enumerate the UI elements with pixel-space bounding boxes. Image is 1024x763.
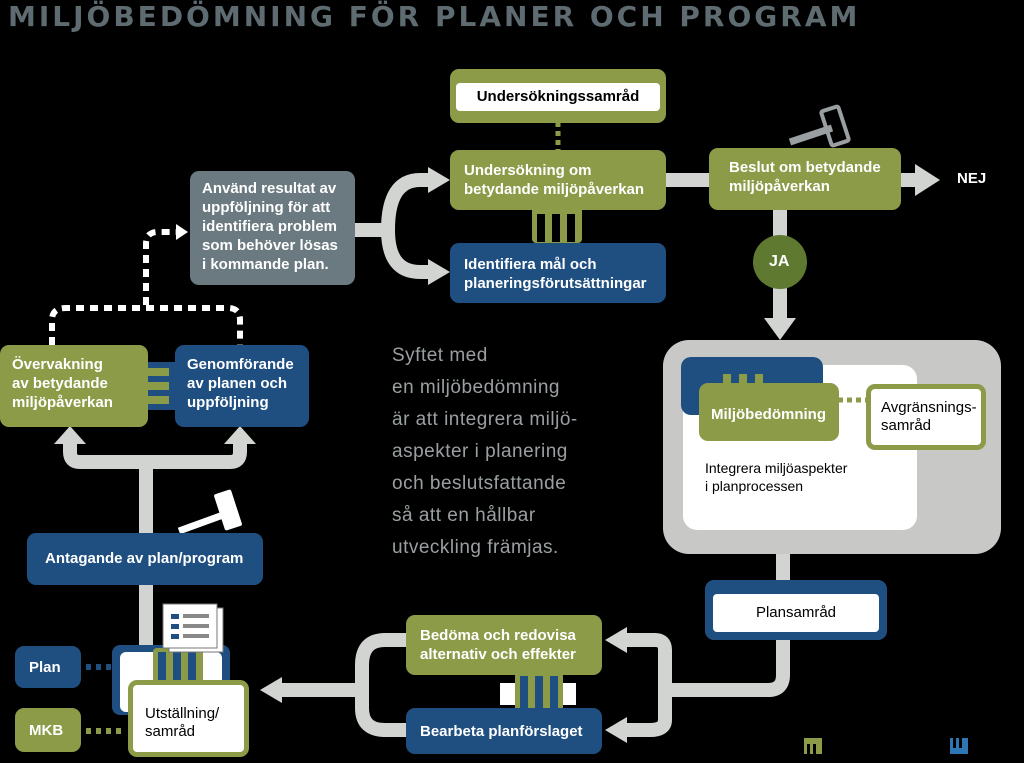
purpose-line3: är att integrera miljö-: [392, 409, 578, 430]
genomforande-box[interactable]: Genomförande av planen och uppföljning: [175, 345, 309, 427]
arrowhead-overvakning: [54, 426, 86, 444]
loop-bearbeta: [625, 690, 672, 737]
plan-label: Plan: [29, 659, 61, 676]
avgransning-inner: Avgränsnings- samråd: [871, 389, 981, 445]
dotted-loop: [49, 305, 243, 345]
beslut-line2: miljöpåverkan: [729, 178, 830, 195]
purpose-line5: och beslutsfattande: [392, 473, 567, 494]
plan-box[interactable]: Plan: [15, 646, 81, 688]
overvakning-line3: miljöpåverkan: [12, 394, 113, 411]
plansamrad-loop: [625, 633, 790, 697]
dotted-up-arrow: [143, 229, 178, 305]
anvand-box[interactable]: Använd resultat av uppföljning för att i…: [190, 171, 355, 285]
logo-mark-blue: [950, 738, 968, 754]
arrowhead-bedoma: [605, 627, 627, 653]
purpose-line4: aspekter i planering: [392, 441, 568, 462]
arrowhead-genomforande: [224, 426, 256, 444]
identifiera-line2: planeringsförutsättningar: [464, 275, 647, 292]
integrera-text: Integrera miljöaspekter i planprocessen: [705, 459, 847, 495]
avgransning-line1: Avgränsnings-: [881, 399, 977, 416]
overvakning-line1: Övervakning: [12, 356, 103, 373]
bedoma-line1: Bedöma och redovisa: [420, 627, 576, 644]
logo-mark-green: [804, 738, 822, 754]
genomforande-line1: Genomförande: [187, 356, 294, 373]
utstallning-box[interactable]: Utställning/ samråd: [128, 680, 249, 757]
anvand-line1: Använd resultat av: [202, 180, 337, 197]
purpose-line2: en miljöbedömning: [392, 377, 560, 398]
ja-label: JA: [769, 253, 790, 270]
arrowhead-ja: [764, 318, 796, 340]
ja-circle: [753, 235, 807, 289]
overvakning-line2: av betydande: [12, 375, 108, 392]
branch-connector: [355, 173, 432, 279]
integrera-line2: i planprocessen: [705, 478, 804, 494]
utstallning-line1: Utställning/: [145, 705, 220, 722]
undersokningssamrad-label: Undersökningssamråd: [456, 83, 660, 111]
plansamrad-label: Plansamråd: [713, 594, 879, 632]
antagande-box[interactable]: Antagande av plan/program: [27, 533, 263, 585]
undersokning-box[interactable]: Undersökning om betydande miljöpåverkan: [450, 150, 666, 210]
mkb-box[interactable]: MKB: [15, 708, 81, 752]
plansamrad-box[interactable]: Plansamråd: [705, 580, 887, 640]
bedoma-box[interactable]: Bedöma och redovisa alternativ och effek…: [406, 615, 602, 675]
antagande-label: Antagande av plan/program: [45, 550, 244, 567]
gavel-icon-2: [177, 489, 242, 535]
comb-connector-bottom: [153, 648, 203, 684]
purpose-line6: så att en hållbar: [392, 505, 536, 526]
miljobedomning-box[interactable]: Miljöbedömning: [699, 383, 839, 441]
bearbeta-label: Bearbeta planförslaget: [420, 723, 583, 740]
bedoma-line2: alternativ och effekter: [420, 646, 576, 663]
purpose-line1: Syftet med: [392, 345, 488, 366]
page-title: MILJÖBEDÖMNING FÖR PLANER OCH PROGRAM: [8, 0, 861, 33]
arrowhead-undersokning: [428, 167, 450, 193]
anvand-line5: i kommande plan.: [202, 256, 329, 273]
anvand-line4: som behöver lösas: [202, 237, 338, 254]
comb-connector-mid: [515, 672, 563, 712]
integrera-line1: Integrera miljöaspekter: [705, 460, 848, 476]
document-icon: [162, 603, 224, 653]
arrowhead-nej: [915, 164, 940, 196]
utstallning-line2: samråd: [145, 723, 196, 740]
left-loop: [280, 633, 408, 697]
antagande-split: [63, 440, 247, 540]
dotted-arrowhead: [176, 224, 188, 240]
purpose-text: Syftet med en miljöbedömning är att inte…: [392, 340, 642, 564]
overvakning-box[interactable]: Övervakning av betydande miljöpåverkan: [0, 345, 148, 427]
arrowhead-utstallning: [260, 677, 282, 703]
identifiera-box[interactable]: Identifiera mål och planeringsförutsättn…: [450, 243, 666, 303]
utstallning-inner: Utställning/ samråd: [133, 685, 244, 752]
genomforande-line2: av planen och: [187, 375, 288, 392]
comb-connector-top: [532, 205, 582, 243]
gavel-icon: [788, 104, 851, 148]
undersokning-line1: Undersökning om: [464, 162, 592, 179]
mkb-label: MKB: [29, 722, 64, 739]
miljobedomning-label: Miljöbedömning: [711, 406, 826, 423]
bearbeta-box[interactable]: Bearbeta planförslaget: [406, 708, 602, 754]
nej-label: NEJ: [957, 170, 987, 187]
purpose-line7: utveckling främjas.: [392, 537, 559, 558]
left-loop-lower: [355, 690, 408, 737]
avgransning-box[interactable]: Avgränsnings- samråd: [866, 384, 986, 450]
undersokning-line2: betydande miljöpåverkan: [464, 181, 645, 198]
identifiera-line1: Identifiera mål och: [464, 256, 597, 273]
beslut-line1: Beslut om betydande: [729, 159, 881, 176]
undersokningssamrad-box[interactable]: Undersökningssamråd: [450, 69, 666, 123]
arrowhead-identifiera: [428, 259, 450, 285]
avgransning-line2: samråd: [881, 417, 932, 434]
comb-connector-left: [145, 362, 181, 410]
anvand-line2: uppföljning för att: [202, 199, 331, 216]
beslut-box[interactable]: Beslut om betydande miljöpåverkan: [709, 148, 901, 210]
arrowhead-bearbeta: [605, 717, 627, 743]
anvand-line3: identifiera problem: [202, 218, 338, 235]
genomforande-line3: uppföljning: [187, 394, 269, 411]
